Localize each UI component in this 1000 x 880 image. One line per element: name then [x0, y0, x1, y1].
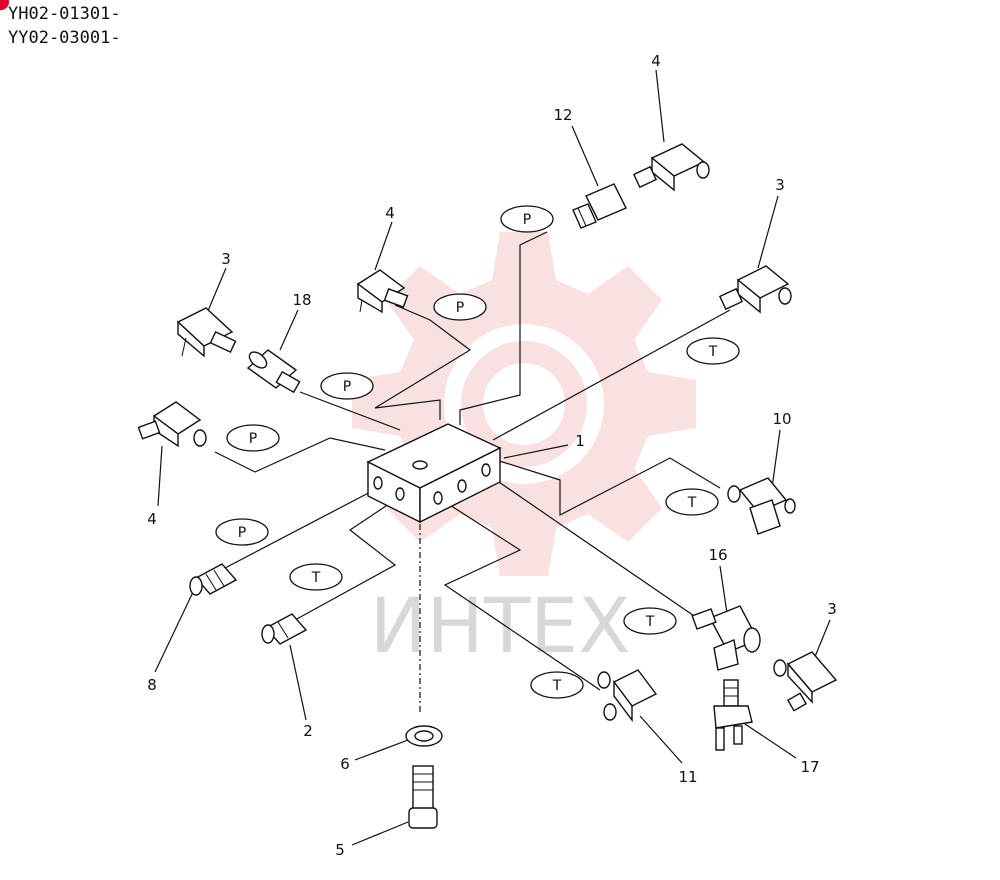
elbow-fitting-3-left — [176, 307, 237, 358]
adapter-fitting-8 — [189, 563, 238, 596]
elbow-fitting-3-top-right — [718, 265, 792, 314]
elbow-fitting-4-upper-mid — [356, 269, 409, 314]
svg-text:P: P — [238, 525, 246, 541]
adapter-fitting-18 — [246, 349, 301, 394]
callout-3-top-right: 3 — [775, 176, 785, 194]
callout-17: 17 — [800, 758, 819, 776]
svg-text:T: T — [708, 344, 718, 360]
port-label-t-bottom-mid: T — [530, 671, 584, 699]
callout-3-left: 3 — [221, 250, 231, 268]
svg-text:T: T — [311, 570, 321, 586]
svg-text:T: T — [552, 678, 562, 694]
manifold-block — [366, 423, 502, 524]
elbow-fitting-3-bottom-right — [773, 651, 838, 712]
callout-10: 10 — [772, 410, 791, 428]
port-label-t-upper-right: T — [686, 337, 740, 365]
callout-4-top-right: 4 — [651, 52, 661, 70]
port-label-t-lower-right: T — [623, 607, 677, 635]
elbow-fitting-10 — [727, 477, 796, 535]
callout-16: 16 — [708, 546, 727, 564]
callout-12: 12 — [553, 106, 572, 124]
connection-lines — [214, 231, 731, 715]
port-label-p-upper-mid: P — [433, 293, 487, 321]
elbow-fitting-4-top-right — [632, 143, 710, 192]
svg-text:T: T — [687, 495, 697, 511]
port-label-p-left: P — [226, 424, 280, 452]
svg-text:P: P — [523, 212, 531, 228]
callout-3-bottom-right: 3 — [827, 600, 837, 618]
svg-text:P: P — [456, 300, 464, 316]
callout-4-upper-mid: 4 — [385, 204, 395, 222]
adapter-fitting-12 — [572, 183, 627, 229]
elbow-fitting-4-left — [137, 401, 207, 448]
serial-range-line-2: YY02-03001- — [8, 28, 121, 48]
svg-text:T: T — [645, 614, 655, 630]
callout-1: 1 — [575, 432, 585, 450]
callout-6: 6 — [340, 755, 350, 773]
port-label-t-lower-left: T — [289, 563, 343, 591]
serial-range-line-1: YH02-01301- — [8, 4, 121, 24]
callout-4-left: 4 — [147, 510, 157, 528]
port-label-t-right: T — [665, 488, 719, 516]
svg-text:P: P — [343, 379, 351, 395]
bolt-5 — [408, 765, 438, 829]
callout-18: 18 — [292, 291, 311, 309]
elbow-fitting-16 — [691, 605, 761, 671]
switch-fitting-17 — [713, 679, 753, 751]
callout-11: 11 — [678, 768, 697, 786]
washer-6 — [405, 725, 443, 747]
port-label-p-top-right: P — [500, 205, 554, 233]
callout-8: 8 — [147, 676, 157, 694]
port-label-p-mid-left: P — [320, 372, 374, 400]
red-marker-dot — [0, 0, 9, 10]
watermark-text: ИНТЕХ — [370, 581, 631, 670]
svg-text:P: P — [249, 431, 257, 447]
adapter-fitting-2 — [261, 613, 308, 645]
callout-2: 2 — [303, 722, 313, 740]
callout-5: 5 — [335, 841, 345, 859]
elbow-fitting-11 — [597, 669, 658, 723]
port-label-p-lower-left: P — [215, 518, 269, 546]
